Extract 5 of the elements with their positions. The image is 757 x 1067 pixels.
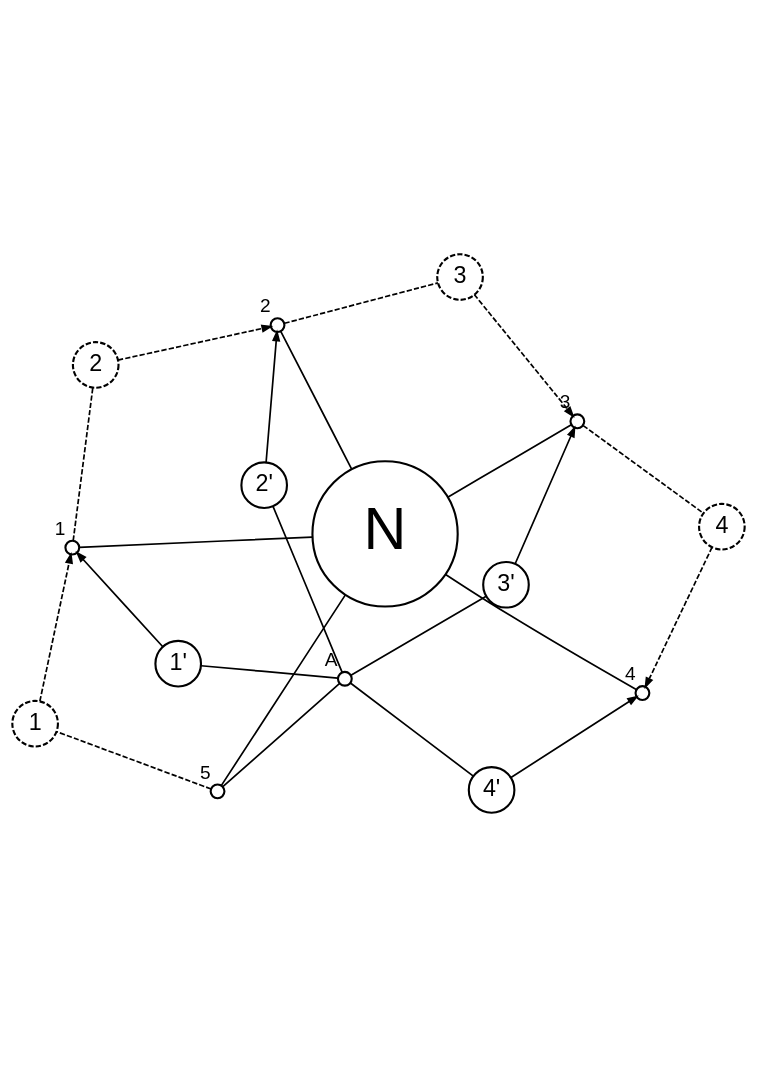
- node-label: 4: [624, 663, 636, 685]
- node-label: 5: [200, 761, 211, 783]
- node-label: 1: [54, 517, 66, 539]
- node-label: 2: [260, 295, 271, 317]
- node-label: A: [324, 648, 338, 670]
